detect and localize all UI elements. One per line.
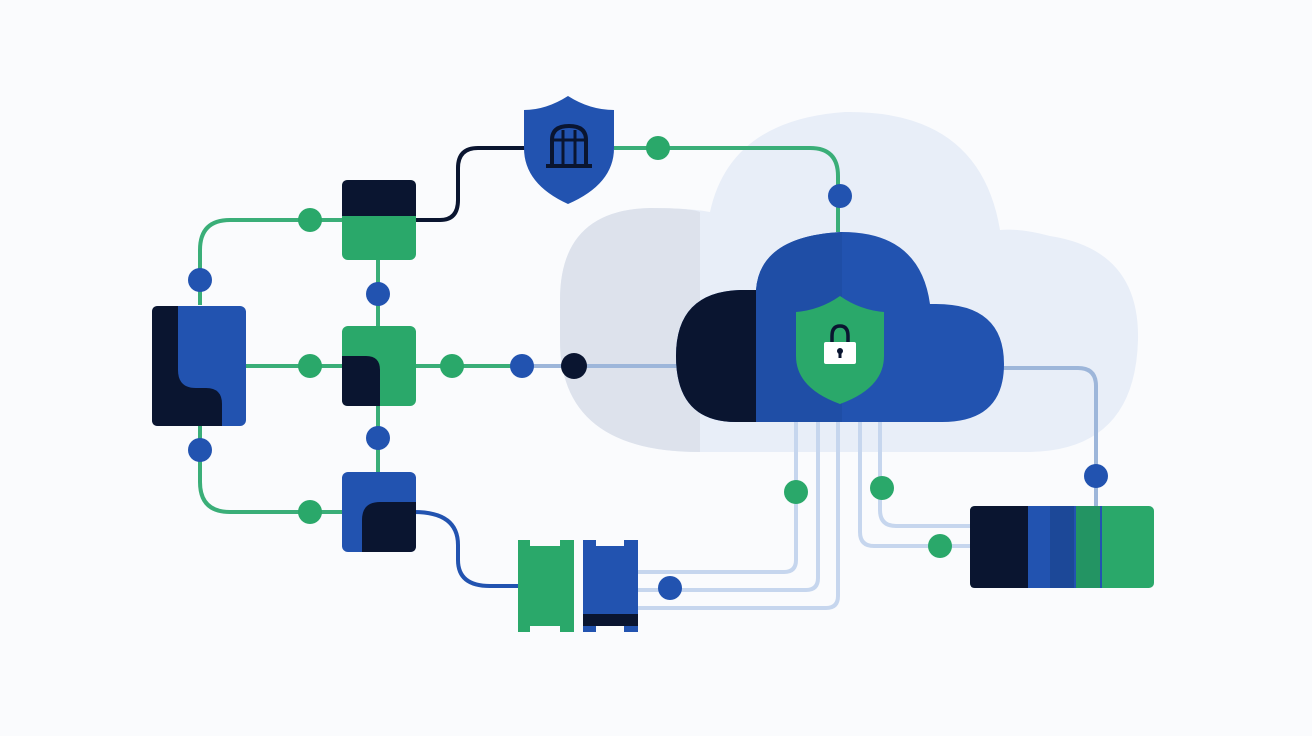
junction-dots <box>188 136 1108 600</box>
dot-navy <box>561 353 587 379</box>
connector-pair <box>518 540 638 632</box>
link-top-left <box>198 218 342 305</box>
link-cloud-connector-2 <box>638 420 820 592</box>
dot-blue <box>188 268 212 292</box>
link-cloud-storage-1 <box>858 420 972 548</box>
dot-blue <box>366 426 390 450</box>
dot-green <box>440 354 464 378</box>
dot-green <box>784 480 808 504</box>
link-cloud-connector-3 <box>638 420 840 610</box>
link-shield-cloud <box>614 146 840 232</box>
link-top-shield <box>414 146 525 222</box>
shield-gate-icon <box>524 96 614 204</box>
server-bottom <box>342 472 416 552</box>
link-bottom-connector <box>413 510 518 588</box>
link-cloud-storage-right <box>1000 366 1098 508</box>
dot-green <box>298 208 322 232</box>
dot-green <box>646 136 670 160</box>
shield-lock-icon <box>796 296 884 404</box>
server-left <box>152 306 246 426</box>
dot-blue <box>188 438 212 462</box>
link-bottom-left <box>198 425 342 514</box>
dot-blue <box>828 184 852 208</box>
dot-green <box>298 354 322 378</box>
connection-lines <box>198 146 1098 610</box>
dot-blue <box>1084 464 1108 488</box>
dot-green <box>298 500 322 524</box>
link-cloud-storage-2 <box>878 420 972 528</box>
server-top <box>342 180 416 260</box>
server-middle <box>342 326 416 406</box>
dot-blue <box>366 282 390 306</box>
dot-blue <box>658 576 682 600</box>
dot-green <box>870 476 894 500</box>
link-cloud-connector-1 <box>638 420 798 574</box>
storage-rack <box>970 506 1154 588</box>
dot-blue <box>510 354 534 378</box>
dot-green <box>928 534 952 558</box>
